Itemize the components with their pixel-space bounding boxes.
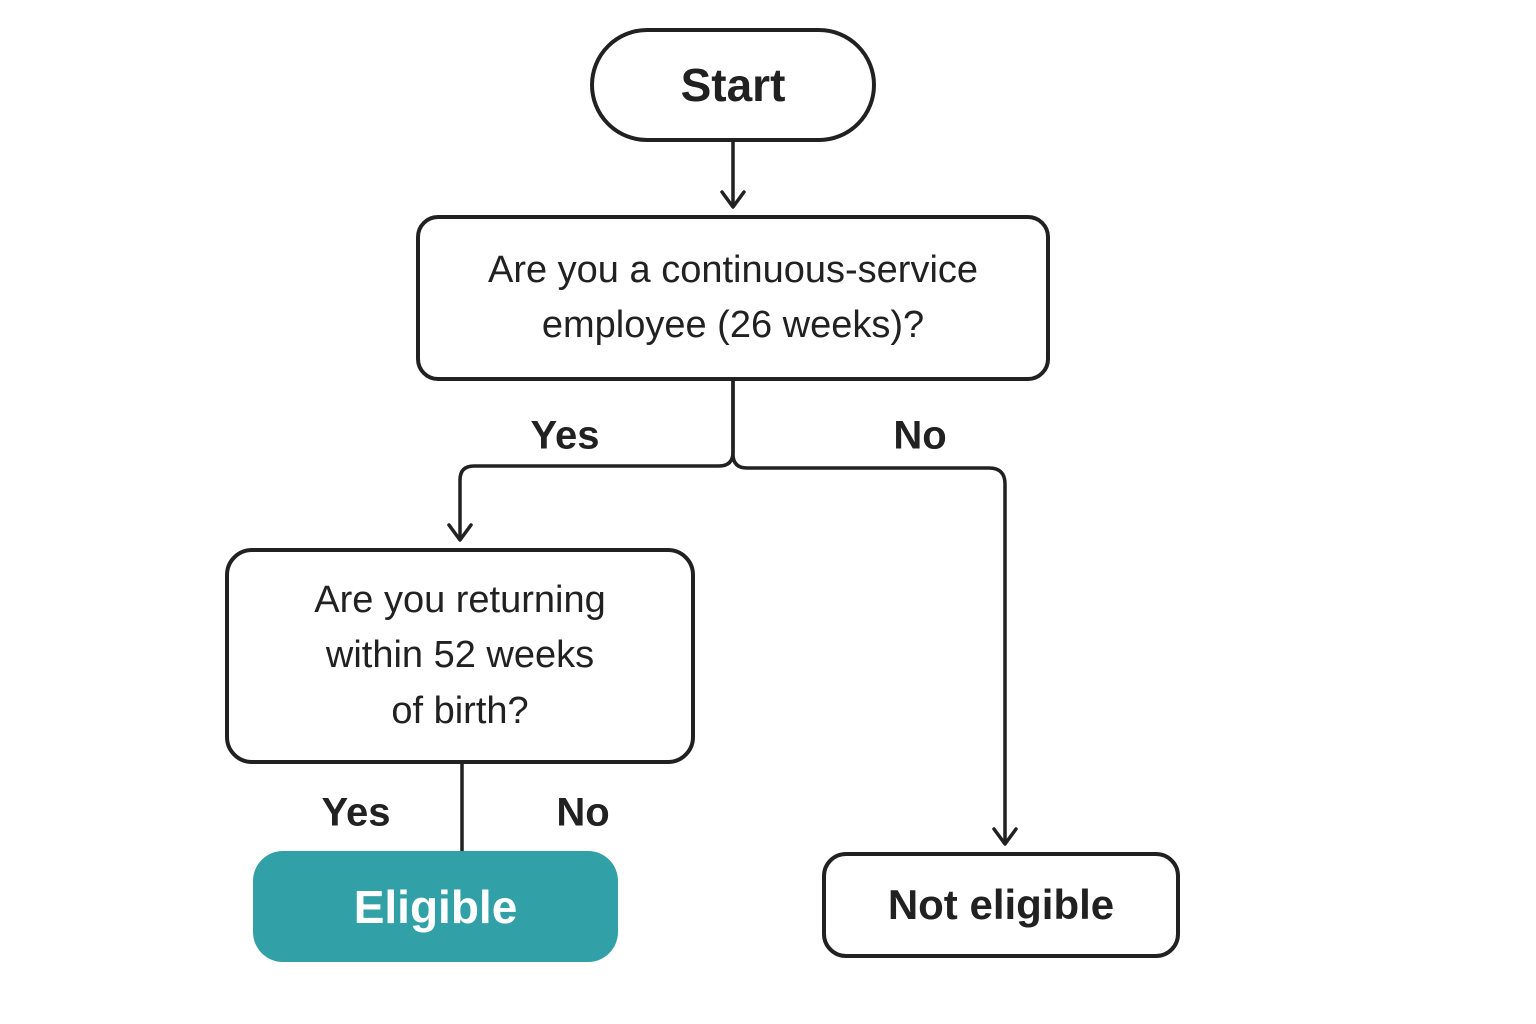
node-start-label: Start [680, 59, 786, 111]
node-eligible-label: Eligible [353, 880, 518, 933]
edge-label-q2-yes: Yes [321, 790, 391, 835]
node-line: Are you returning [314, 579, 606, 622]
node-line: within 52 weeks [325, 634, 595, 677]
edge-label-q1-yes: Yes [530, 413, 600, 458]
node-outcome-eligible: Eligible [253, 851, 618, 962]
connector-q1-no-to-not-eligible [731, 379, 1018, 846]
node-question-continuous-service: Are you a continuous-service employee (2… [416, 215, 1050, 381]
node-question-returning-52-weeks: Are you returning within 52 weeks of bir… [225, 548, 695, 764]
node-line: employee (26 weeks)? [541, 304, 925, 346]
node-outcome-not-eligible: Not eligible [822, 852, 1180, 958]
edge-label-q1-no: No [893, 413, 947, 458]
node-start: Start [590, 28, 876, 142]
connector-q1-yes-to-q2 [447, 379, 735, 542]
node-line: Are you a continuous-service [487, 248, 979, 291]
edge-label-q2-no: No [556, 790, 610, 835]
node-line: of birth? [391, 689, 529, 732]
node-not-eligible-label: Not eligible [887, 881, 1115, 928]
